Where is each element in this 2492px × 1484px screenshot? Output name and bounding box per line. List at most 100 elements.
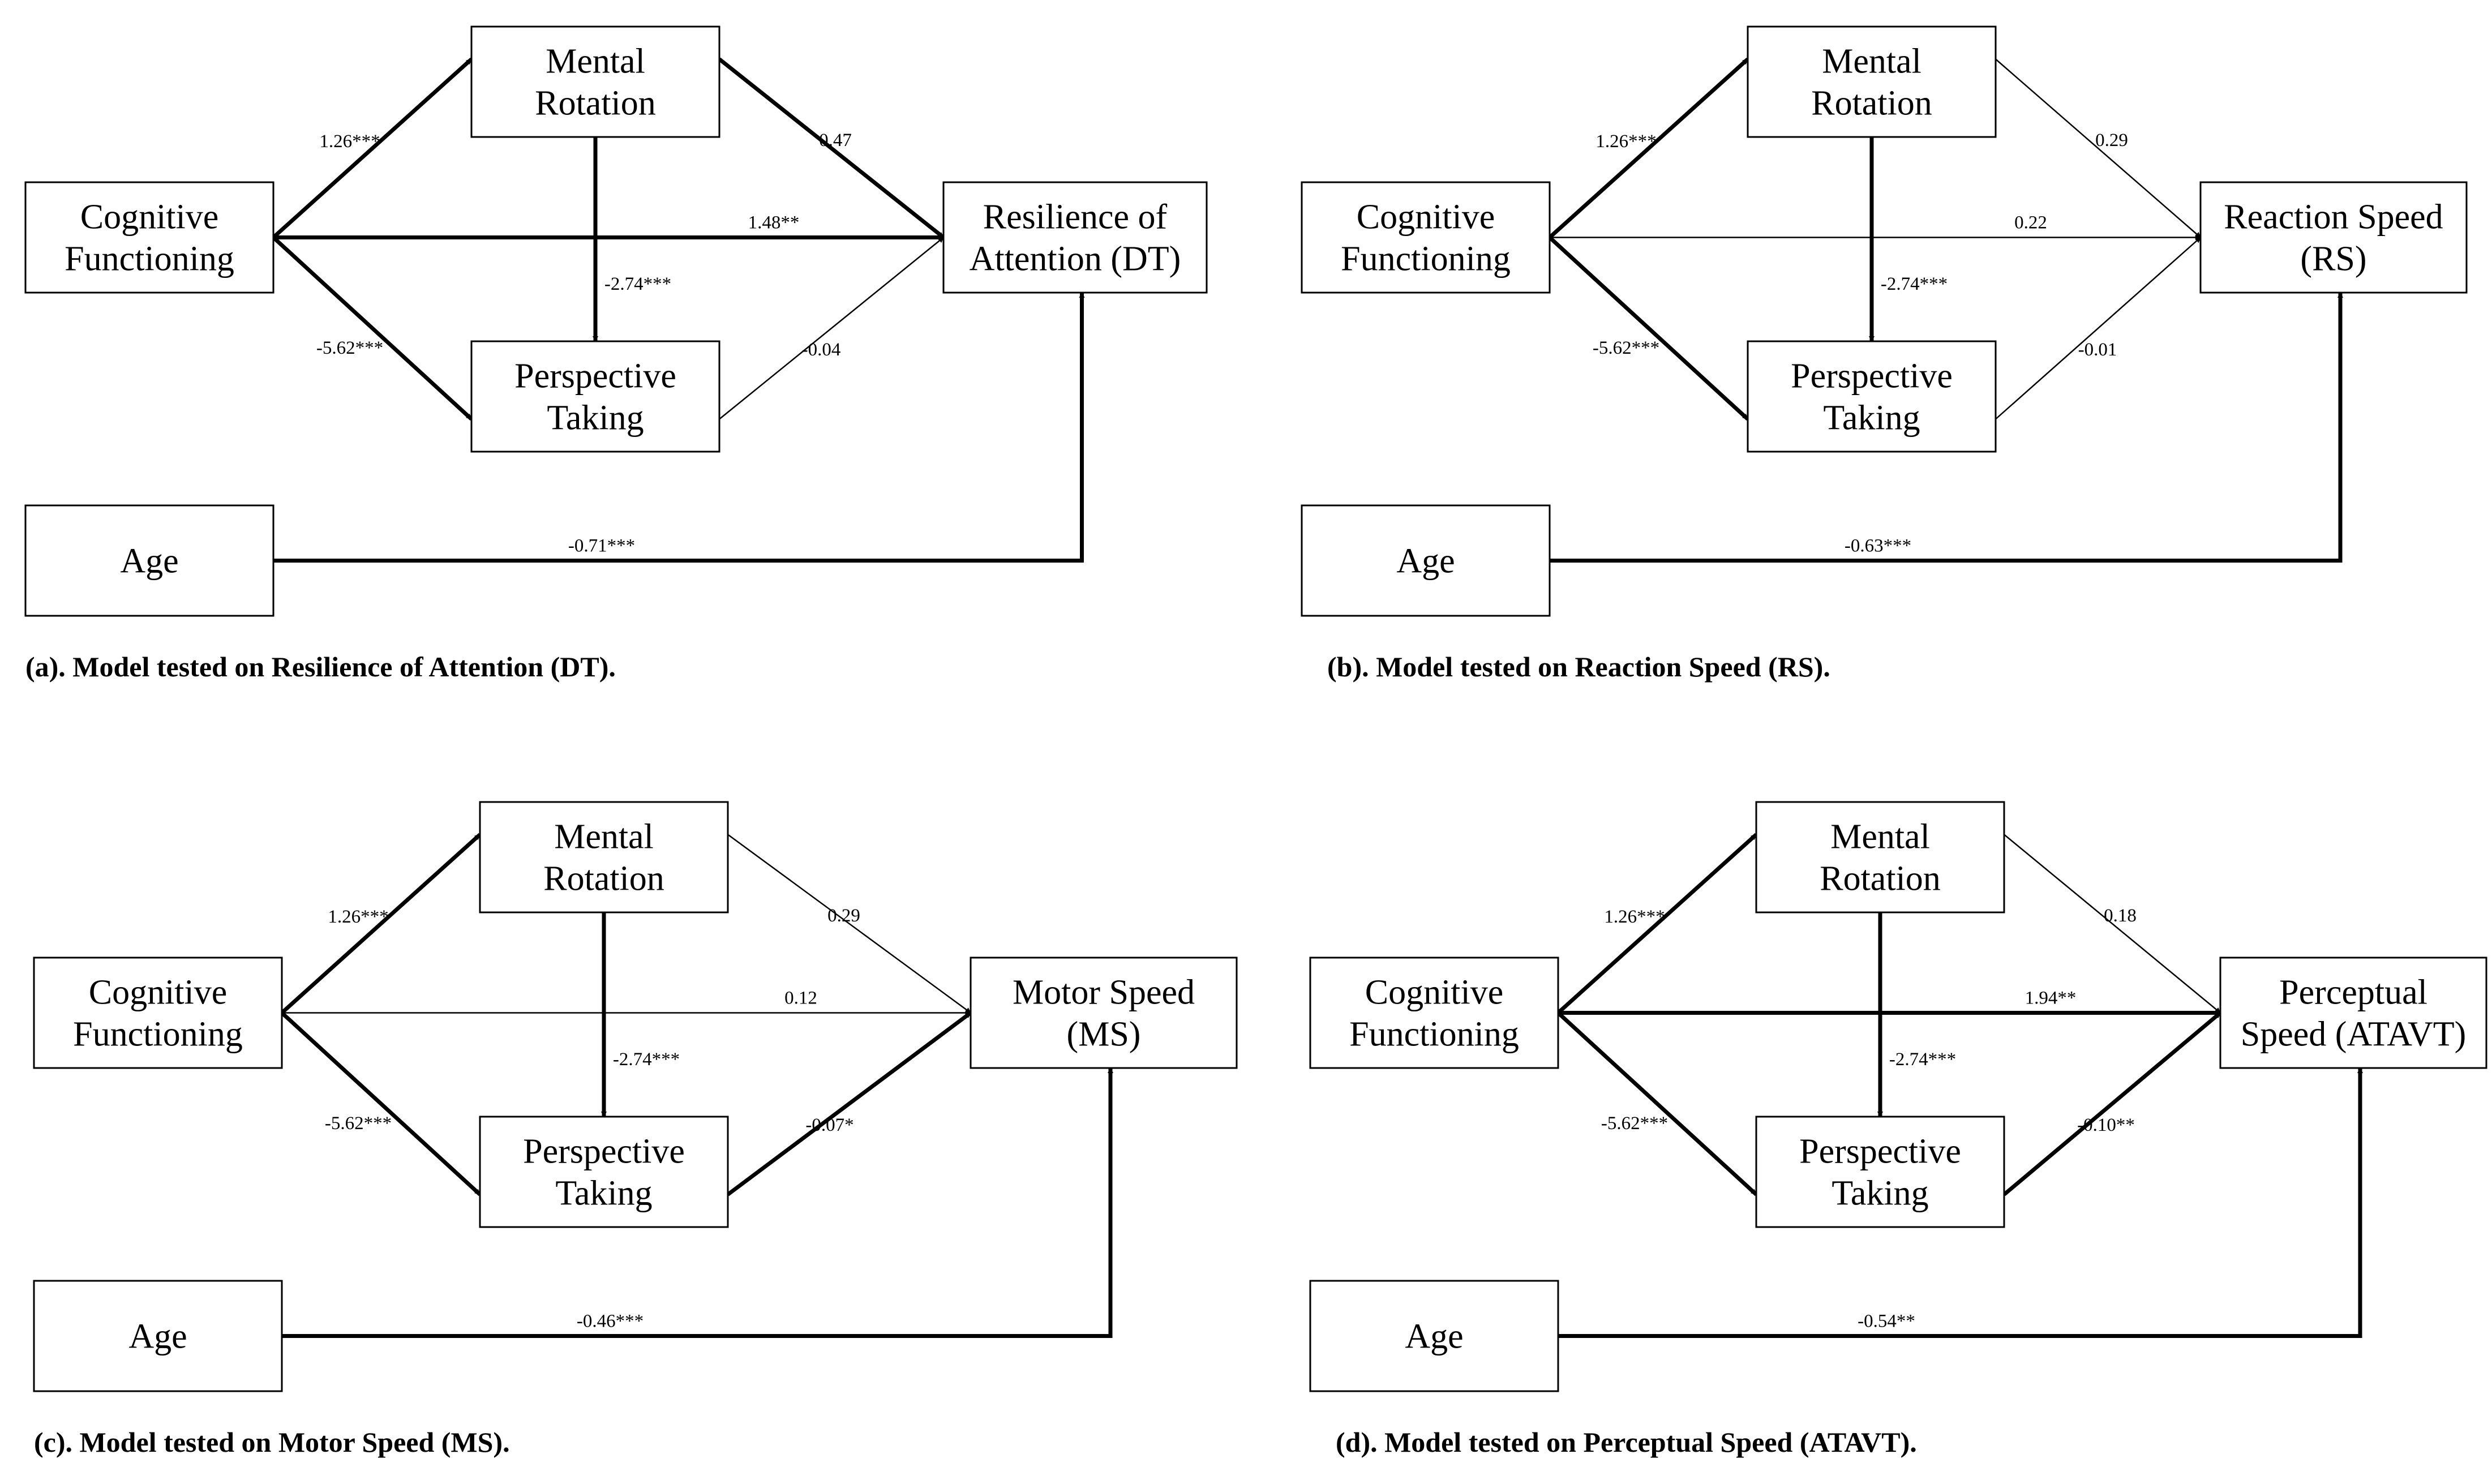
cf-to-mr-coefficient: 1.26*** [1604,907,1665,927]
mental-rotation-label-line-1: Mental [1822,42,1921,81]
age-label-line-1: Age [128,1318,187,1356]
cf-to-pt-path [280,1011,482,1196]
pt-to-outcome-path [719,237,944,420]
perspective-taking-box [470,340,720,453]
perspective-taking-box [1747,340,1997,453]
cf-to-pt-coefficient: -5.62*** [325,1113,392,1134]
age-box [1301,504,1551,617]
cf-to-outcome-coefficient: 0.12 [784,988,817,1009]
cognitive-functioning-box [1301,181,1551,294]
outcome-label-line-1: Resilience of [983,198,1168,237]
perspective-taking-label-line-2: Taking [1823,399,1920,438]
cf-to-outcome-coefficient: 0.22 [2014,213,2047,233]
mr-to-outcome-path [718,57,945,239]
age-to-outcome-path [1550,292,2343,563]
outcome-label-line-2: (MS) [1067,1015,1141,1054]
outcome-label-line-1: Reaction Speed [2224,198,2443,237]
mental-rotation-box [1755,801,2005,913]
outcome-box [2199,181,2468,294]
mr-to-outcome-path [1995,58,2201,238]
mental-rotation-box [479,801,729,913]
cf-to-mr-coefficient: 1.26*** [328,907,388,927]
cf-to-pt-coefficient: -5.62*** [1601,1113,1668,1134]
age-label-line-1: Age [1396,542,1455,581]
cognitive-functioning-label-line-1: Cognitive [80,198,219,237]
mental-rotation-label-line-2: Rotation [1820,860,1941,898]
age-to-outcome-path [282,1067,1113,1338]
pt-to-outcome-path [2002,1011,2222,1196]
mr-to-outcome-coefficient: 0.18 [2104,906,2137,926]
outcome-label-line-1: Motor Speed [1013,973,1195,1012]
pt-to-outcome-coefficient: -0.07* [805,1115,853,1135]
perspective-taking-label-line-1: Perspective [514,357,676,396]
pt-to-outcome-path [726,1011,972,1196]
cf-to-mr-path [1556,833,1758,1015]
age-box [24,504,274,617]
perspective-taking-label-line-2: Taking [547,399,644,438]
age-label-line-1: Age [120,542,178,581]
age-box [33,1280,283,1392]
mental-rotation-label-line-1: Mental [554,818,654,856]
mental-rotation-label-line-1: Mental [1830,818,1930,856]
perspective-taking-label-line-1: Perspective [523,1133,685,1171]
cf-to-pt-coefficient: -5.62*** [316,338,383,358]
panel-b: CognitiveFunctioningMentalRotationPerspe… [1301,25,2468,683]
outcome-label-line-2: Attention (DT) [970,240,1181,278]
mr-to-pt-coefficient: -2.74*** [613,1049,680,1070]
perspective-taking-label-line-1: Perspective [1799,1133,1961,1171]
panel-caption: (b). Model tested on Reaction Speed (RS)… [1327,651,1830,683]
mental-rotation-label-line-1: Mental [546,42,645,81]
outcome-box [942,181,1208,294]
cognitive-functioning-label-line-1: Cognitive [89,973,228,1012]
mental-rotation-label-line-2: Rotation [543,860,664,898]
age-to-outcome-coefficient: -0.54** [1858,1311,1915,1332]
pt-to-outcome-coefficient: -0.04 [802,340,841,360]
age-to-outcome-coefficient: -0.63*** [1845,536,1911,556]
pt-to-outcome-path [1995,237,2201,420]
outcome-label-line-2: (RS) [2300,240,2366,278]
cognitive-functioning-label-line-2: Functioning [1341,240,1511,278]
age-to-outcome-coefficient: -0.46*** [577,1311,644,1332]
perspective-taking-box [479,1116,729,1228]
cognitive-functioning-box [33,957,283,1069]
cognitive-functioning-label-line-2: Functioning [65,240,234,278]
mr-to-pt-coefficient: -2.74*** [1881,274,1948,294]
cf-to-mr-path [1548,57,1749,239]
outcome-label-line-1: Perceptual [2279,973,2427,1012]
mr-to-outcome-coefficient: 0.29 [827,906,860,926]
cf-to-pt-coefficient: -5.62*** [1593,338,1659,358]
mental-rotation-label-line-2: Rotation [535,84,656,123]
cf-to-pt-path [1556,1011,1758,1196]
pt-to-outcome-coefficient: -0.10** [2077,1115,2135,1135]
mr-to-outcome-path [2004,834,2221,1014]
mental-rotation-box [1747,25,1997,138]
mr-to-outcome-coefficient: 0.29 [2095,130,2128,151]
perspective-taking-label-line-1: Perspective [1791,357,1953,396]
age-label-line-1: Age [1405,1318,1463,1356]
perspective-taking-label-line-2: Taking [555,1174,652,1213]
cognitive-functioning-box [24,181,274,294]
mr-to-outcome-coefficient: 0.47 [819,130,852,151]
cf-to-mr-coefficient: 1.26*** [319,131,380,152]
cf-to-outcome-coefficient: 1.48** [748,213,800,233]
age-to-outcome-coefficient: -0.71*** [568,536,635,556]
cf-to-mr-coefficient: 1.26*** [1595,131,1656,152]
mr-to-pt-coefficient: -2.74*** [604,274,671,294]
cognitive-functioning-label-line-2: Functioning [1349,1015,1519,1054]
perspective-taking-label-line-2: Taking [1832,1174,1928,1213]
cf-to-pt-path [272,235,473,421]
cf-to-pt-path [1548,235,1749,421]
cognitive-functioning-box [1309,957,1559,1069]
panel-caption: (a). Model tested on Resilience of Atten… [25,651,616,683]
age-to-outcome-path [273,292,1085,563]
cognitive-functioning-label-line-1: Cognitive [1365,973,1504,1012]
cf-to-outcome-coefficient: 1.94** [2025,988,2077,1009]
cognitive-functioning-label-line-1: Cognitive [1357,198,1495,237]
cf-to-mr-path [280,833,482,1015]
cf-to-mr-path [272,57,473,239]
cognitive-functioning-label-line-2: Functioning [73,1015,243,1054]
mr-to-outcome-path [727,834,971,1014]
